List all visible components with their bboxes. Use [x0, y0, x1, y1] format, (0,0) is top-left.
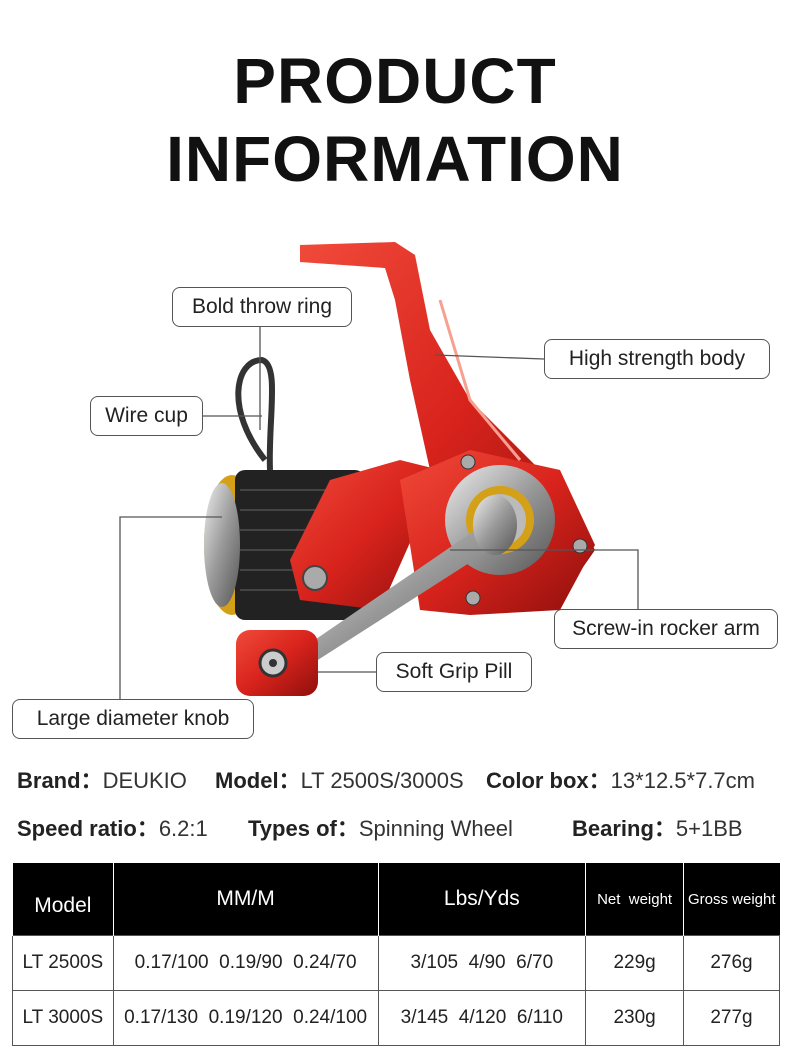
- callout-high-strength-body: High strength body: [544, 339, 770, 379]
- knob-center: [269, 659, 277, 667]
- spool-cap: [204, 483, 240, 607]
- spec-label: Bearing：: [572, 816, 676, 841]
- spec-value: 6.2:1: [158, 816, 208, 841]
- spec-color-box: Color box：13*12.5*7.7cm: [486, 763, 755, 795]
- table-row: LT 2500S 0.17/100 0.19/90 0.24/70 3/105 …: [12, 935, 780, 991]
- cell-gross-weight: 277g: [683, 990, 780, 1046]
- cell-lbs-yds: 3/145 4/120 6/110: [377, 990, 587, 1046]
- cell-net-weight: 230g: [585, 990, 685, 1046]
- spec-bearing: Bearing：5+1BB: [572, 811, 743, 843]
- table-header-row: Model MM/M Lbs/Yds Net weight Gross weig…: [12, 863, 780, 936]
- header-mm-m: MM/M: [112, 863, 379, 936]
- callout-bold-throw-ring: Bold throw ring: [172, 287, 352, 327]
- rotor: [290, 460, 440, 610]
- spec-value: 5+1BB: [675, 816, 743, 841]
- spec-value: DEUKIO: [102, 768, 187, 793]
- fishing-reel-image: [119, 242, 639, 699]
- spec-brand: Brand：DEUKIO: [17, 763, 187, 795]
- spec-label: Model：: [215, 768, 301, 793]
- spec-label: Types of：: [248, 816, 359, 841]
- header-model: Model: [12, 863, 114, 936]
- spec-speed-ratio: Speed ratio：6.2:1: [17, 811, 208, 843]
- header-net-weight: Net weight: [585, 863, 684, 936]
- body-screw: [572, 538, 588, 554]
- spec-label: Speed ratio：: [17, 816, 159, 841]
- cell-mm-m: 0.17/100 0.19/90 0.24/70: [112, 935, 379, 991]
- spec-label: Brand：: [17, 768, 103, 793]
- bail-wire: [235, 356, 276, 471]
- spec-value: 13*12.5*7.7cm: [610, 768, 755, 793]
- spec-value: LT 2500S/3000S: [300, 768, 464, 793]
- rotor-screw: [302, 565, 328, 591]
- callout-soft-grip-pill: Soft Grip Pill: [376, 652, 532, 692]
- cell-net-weight: 229g: [585, 935, 685, 991]
- cell-gross-weight: 276g: [683, 935, 780, 991]
- cell-lbs-yds: 3/105 4/90 6/70: [377, 935, 587, 991]
- handle-arm: [300, 520, 505, 665]
- spec-type: Types of：Spinning Wheel: [248, 811, 513, 843]
- table-row: LT 3000S 0.17/130 0.19/120 0.24/100 3/14…: [12, 990, 780, 1046]
- cell-model: LT 3000S: [12, 990, 114, 1046]
- header-gross-weight: Gross weight: [683, 863, 780, 936]
- header-lbs-yds: Lbs/Yds: [377, 863, 586, 936]
- cell-mm-m: 0.17/130 0.19/120 0.24/100: [112, 990, 379, 1046]
- spec-label: Color box：: [486, 768, 611, 793]
- spec-value: Spinning Wheel: [358, 816, 513, 841]
- spec-model: Model：LT 2500S/3000S: [215, 763, 464, 795]
- callout-large-diameter-knob: Large diameter knob: [12, 699, 254, 739]
- title-line-2: INFORMATION: [166, 123, 624, 195]
- callout-screw-in-rocker-arm: Screw-in rocker arm: [554, 609, 778, 649]
- callout-wire-cup: Wire cup: [90, 396, 203, 436]
- spec-table: Model MM/M Lbs/Yds Net weight Gross weig…: [12, 863, 780, 1046]
- handle-hub: [473, 495, 517, 555]
- leader-lines: [119, 327, 639, 699]
- cell-model: LT 2500S: [12, 935, 114, 991]
- title-line-1: PRODUCT: [233, 45, 557, 117]
- foot-highlight: [438, 299, 522, 461]
- body-screw: [465, 590, 481, 606]
- body-screw: [460, 454, 476, 470]
